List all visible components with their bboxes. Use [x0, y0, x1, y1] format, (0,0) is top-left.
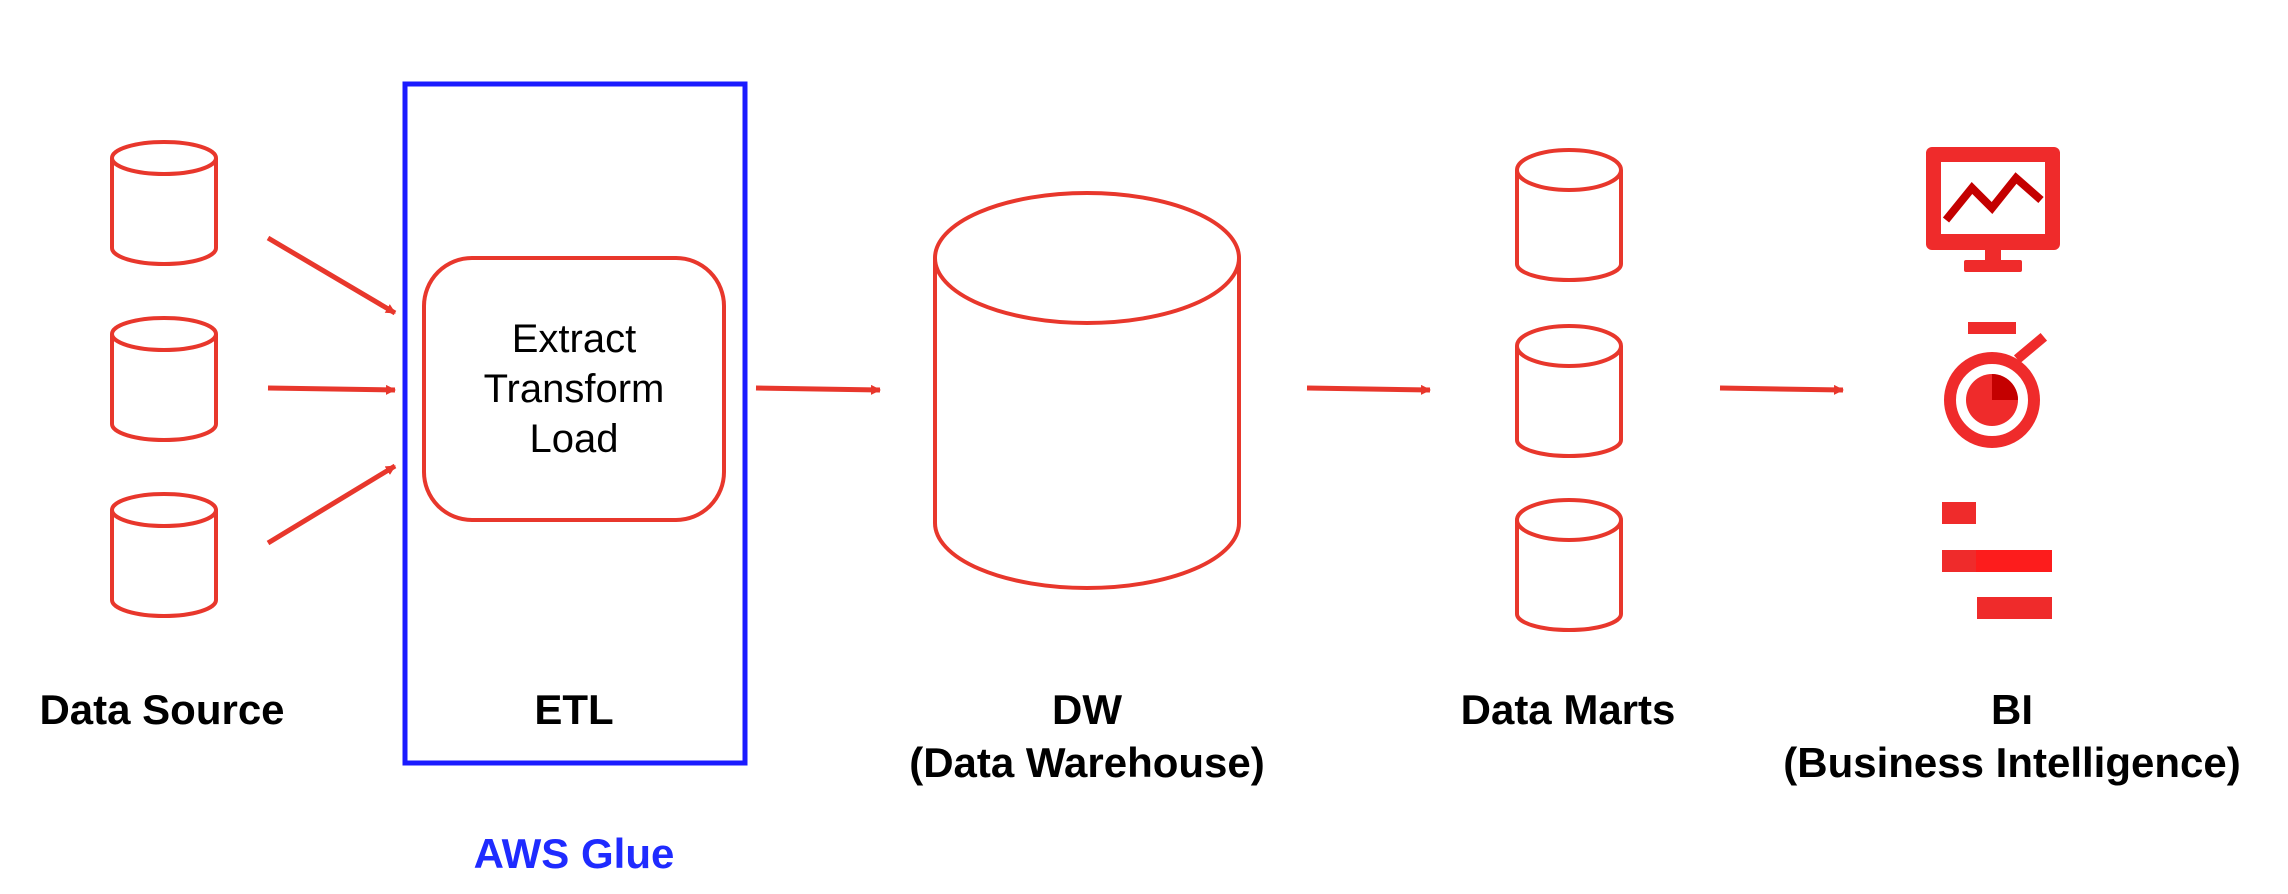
- data-source-label: Data Source: [39, 686, 284, 733]
- etl-label: ETL: [534, 686, 613, 733]
- data-mart-cylinder-1: [1515, 148, 1623, 282]
- data-source-stage: Data Source: [39, 140, 285, 733]
- aws-glue-label: AWS Glue: [474, 830, 675, 877]
- data-marts-label: Data Marts: [1461, 686, 1676, 733]
- bi-label: BI: [1991, 686, 2033, 733]
- stopwatch-icon: [1944, 322, 2048, 448]
- data-mart-cylinder-3: [1515, 498, 1623, 632]
- arrow-source3-to-etl: [266, 463, 397, 546]
- arrow-source2-to-etl: [267, 384, 396, 395]
- etl-extract-text: Extract: [512, 317, 636, 361]
- bar-list-icon: [1942, 502, 2052, 619]
- dw-label: DW: [1052, 686, 1122, 733]
- arrow-dw-to-marts: [1306, 384, 1431, 395]
- dw-stage: DW (Data Warehouse): [909, 191, 1265, 786]
- data-marts-stage: Data Marts: [1461, 148, 1676, 733]
- aws-glue-boundary: [402, 81, 748, 766]
- data-warehouse-cylinder: [933, 191, 1241, 590]
- bi-stage: BI (Business Intelligence): [1783, 147, 2241, 786]
- data-source-cylinder-3: [110, 492, 218, 618]
- data-mart-cylinder-2: [1515, 324, 1623, 458]
- arrow-source1-to-etl: [266, 235, 397, 316]
- etl-process-box: [422, 256, 726, 522]
- arrow-etl-to-dw: [755, 384, 881, 395]
- monitor-chart-icon: [1926, 147, 2060, 272]
- dw-sublabel: (Data Warehouse): [909, 739, 1265, 786]
- etl-stage: Extract Transform Load ETL AWS Glue: [402, 81, 748, 877]
- data-source-cylinder-2: [110, 316, 218, 442]
- arrow-marts-to-bi: [1719, 384, 1844, 395]
- etl-transform-text: Transform: [484, 367, 665, 411]
- data-source-cylinder-1: [110, 140, 218, 266]
- source-to-etl-arrows: [266, 235, 397, 546]
- etl-load-text: Load: [530, 417, 619, 461]
- bi-sublabel: (Business Intelligence): [1783, 739, 2240, 786]
